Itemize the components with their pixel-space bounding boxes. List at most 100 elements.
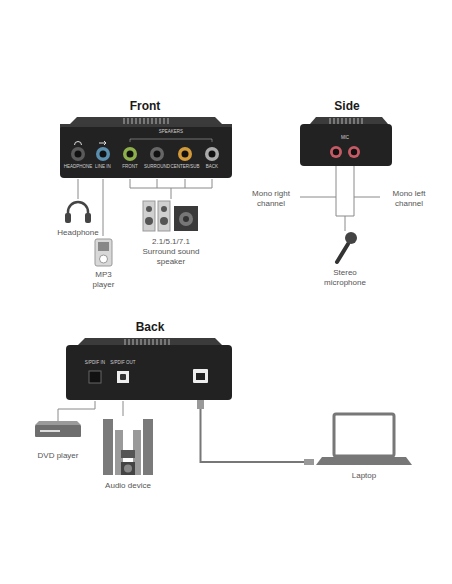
port-label: SURROUND: [144, 164, 170, 170]
device-label: Headphone: [57, 228, 98, 238]
device-label: 2.1/5.1/7.1 Surround sound speaker: [135, 237, 207, 267]
player-body: [95, 239, 112, 266]
side-device: [300, 117, 392, 166]
port-label: SPEAKERS: [159, 129, 183, 135]
usb-plug: [197, 400, 204, 409]
optical-port-hole: [120, 374, 126, 380]
audio-device-icon: [103, 419, 153, 475]
device-label: DVD player: [38, 451, 79, 461]
surround-speakers-icon: [143, 201, 198, 231]
laptop-screen: [334, 414, 394, 456]
jack-hole: [209, 151, 216, 158]
headphone-icon: [65, 202, 91, 223]
speaker-box: [158, 201, 170, 231]
jack-ring: [178, 147, 192, 161]
device-label: Mono right channel: [246, 189, 296, 209]
view-heading: Side: [334, 99, 359, 114]
port-label: HEADPHONE: [64, 164, 93, 170]
view-heading: Front: [130, 99, 161, 114]
device-grille: [125, 339, 169, 345]
laptop-icon: [316, 414, 412, 465]
port-label: S/PDIF IN: [85, 360, 105, 366]
usb-plug: [304, 459, 314, 465]
speaker-box: [143, 201, 155, 231]
device-top: [70, 117, 222, 124]
line-in-glyph: [99, 141, 106, 145]
usb-cable: [201, 408, 305, 462]
view-heading: Back: [136, 320, 165, 335]
port-label: BACK: [206, 164, 218, 170]
usb-port-hole: [196, 373, 205, 380]
jack-ring: [205, 147, 219, 161]
jack-hole: [351, 149, 357, 155]
leader-lines: [300, 166, 380, 231]
leader-lines: [78, 179, 212, 236]
port-label: S/PDIF OUT: [110, 360, 135, 366]
microphone-icon: [337, 232, 357, 262]
mic-head: [345, 232, 357, 244]
leader-lines: [58, 401, 123, 421]
jack-ring: [330, 146, 342, 158]
jack-hole: [154, 151, 161, 158]
device-body: [300, 124, 392, 166]
headband: [68, 202, 88, 216]
jack-hole: [100, 151, 107, 158]
jack-hole: [127, 151, 134, 158]
laptop-base: [316, 457, 412, 465]
device-label: Laptop: [352, 471, 376, 481]
center-speaker: [121, 450, 135, 458]
device-top: [78, 338, 222, 345]
subwoofer-cone: [124, 465, 132, 473]
device-grille: [330, 118, 362, 124]
speaker-cone: [161, 206, 167, 212]
jack-hole: [333, 149, 339, 155]
device-top: [310, 117, 388, 124]
jack-ring: [123, 147, 137, 161]
optical-port: [89, 371, 101, 383]
subwoofer-cone: [179, 212, 193, 226]
device-grille: [124, 118, 168, 124]
jack-ring: [348, 146, 360, 158]
subwoofer-cap: [183, 216, 189, 222]
player-screen: [98, 242, 109, 251]
jack-ring: [71, 147, 85, 161]
front-device: [60, 117, 232, 178]
ear-cup: [85, 213, 91, 223]
jack-ring: [150, 147, 164, 161]
device-body: [60, 124, 232, 178]
headphone-glyph: [75, 142, 82, 146]
device-label: Stereo microphone: [319, 268, 371, 288]
device-body: [66, 345, 232, 400]
device-label: MP3 player: [89, 270, 119, 290]
device-edge: [60, 124, 232, 127]
jack-hole: [182, 151, 189, 158]
dvd-top: [35, 421, 81, 425]
device-label: Mono left channel: [383, 189, 435, 209]
subwoofer-box: [174, 206, 198, 231]
speaker-tower: [143, 419, 153, 475]
speaker-cone: [146, 206, 152, 212]
speaker-tower: [103, 419, 113, 475]
dvd-body: [35, 425, 81, 437]
port-label: LINE IN: [95, 164, 111, 170]
port-label: CENTER/SUB: [170, 164, 199, 170]
speaker-bracket: [130, 139, 212, 142]
port-label: MIC: [341, 135, 349, 141]
jack-hole: [75, 151, 82, 158]
player-wheel: [100, 255, 108, 263]
mic-handle: [337, 244, 348, 262]
speaker-cone: [145, 217, 153, 225]
device-label: Audio device: [105, 481, 151, 491]
usb-port: [193, 369, 208, 383]
ear-cup: [65, 213, 71, 223]
optical-port: [117, 371, 129, 383]
speaker-cone: [160, 217, 168, 225]
dvd-player-icon: [35, 421, 81, 437]
mp3-player-icon: [95, 239, 112, 266]
jack-ring: [96, 147, 110, 161]
dvd-tray: [40, 430, 60, 432]
back-device: [66, 338, 232, 400]
